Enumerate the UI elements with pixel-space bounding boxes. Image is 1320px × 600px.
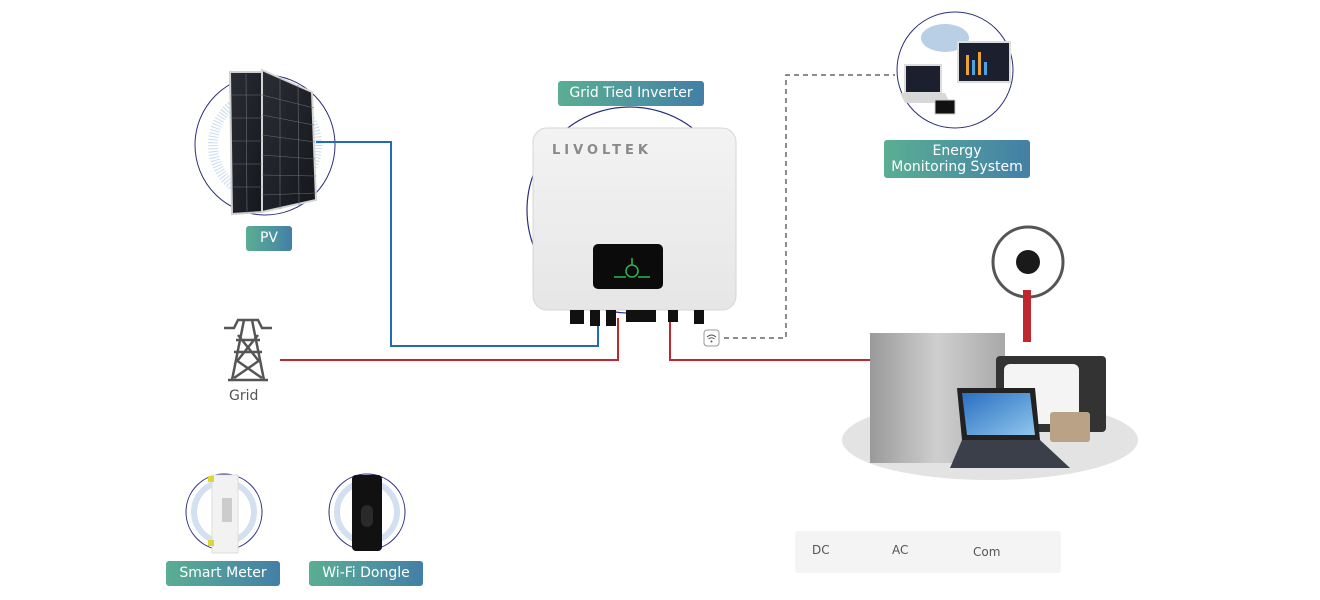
pv-label: PV <box>246 226 292 251</box>
ems-label-line2: Monitoring System <box>891 159 1023 175</box>
smart-meter-illustration <box>185 473 263 554</box>
ac-line-loads <box>669 318 870 361</box>
connector <box>626 310 656 322</box>
legend: DC AC Com <box>795 531 1061 573</box>
smart-meter-label-text: Smart Meter <box>179 565 267 581</box>
com-line <box>724 74 895 339</box>
pv-label-text: PV <box>259 230 279 246</box>
solar-panel-front <box>261 68 318 214</box>
ems-label: Energy Monitoring System <box>884 140 1030 178</box>
inverter-brand-logo: LIVOLTEK <box>552 143 652 158</box>
transmission-tower-icon <box>224 318 272 382</box>
connector <box>668 310 678 322</box>
grid-label: Grid <box>229 388 259 404</box>
wifi-icon <box>703 329 720 347</box>
legend-com-label: Com <box>973 545 1001 559</box>
pv-illustration <box>194 68 336 216</box>
loads-illustration <box>842 225 1138 480</box>
legend-ac-label: AC <box>892 543 909 557</box>
ems-label-line1: Energy <box>932 143 982 159</box>
ac-line-grid <box>280 318 619 361</box>
smart-meter-label: Smart Meter <box>166 561 280 586</box>
wifi-dongle-label-text: Wi-Fi Dongle <box>322 565 410 581</box>
connector <box>590 310 600 326</box>
connector <box>606 310 616 326</box>
inverter-label-text: Grid Tied Inverter <box>569 85 693 101</box>
wifi-dongle-illustration <box>328 473 406 551</box>
connector <box>694 310 704 324</box>
legend-dc-label: DC <box>812 543 830 557</box>
connector <box>570 310 584 324</box>
ems-illustration <box>896 11 1014 129</box>
inverter-label: Grid Tied Inverter <box>558 81 704 106</box>
dc-line <box>316 141 599 347</box>
inverter-illustration <box>526 106 737 326</box>
wifi-dongle-label: Wi-Fi Dongle <box>309 561 423 586</box>
